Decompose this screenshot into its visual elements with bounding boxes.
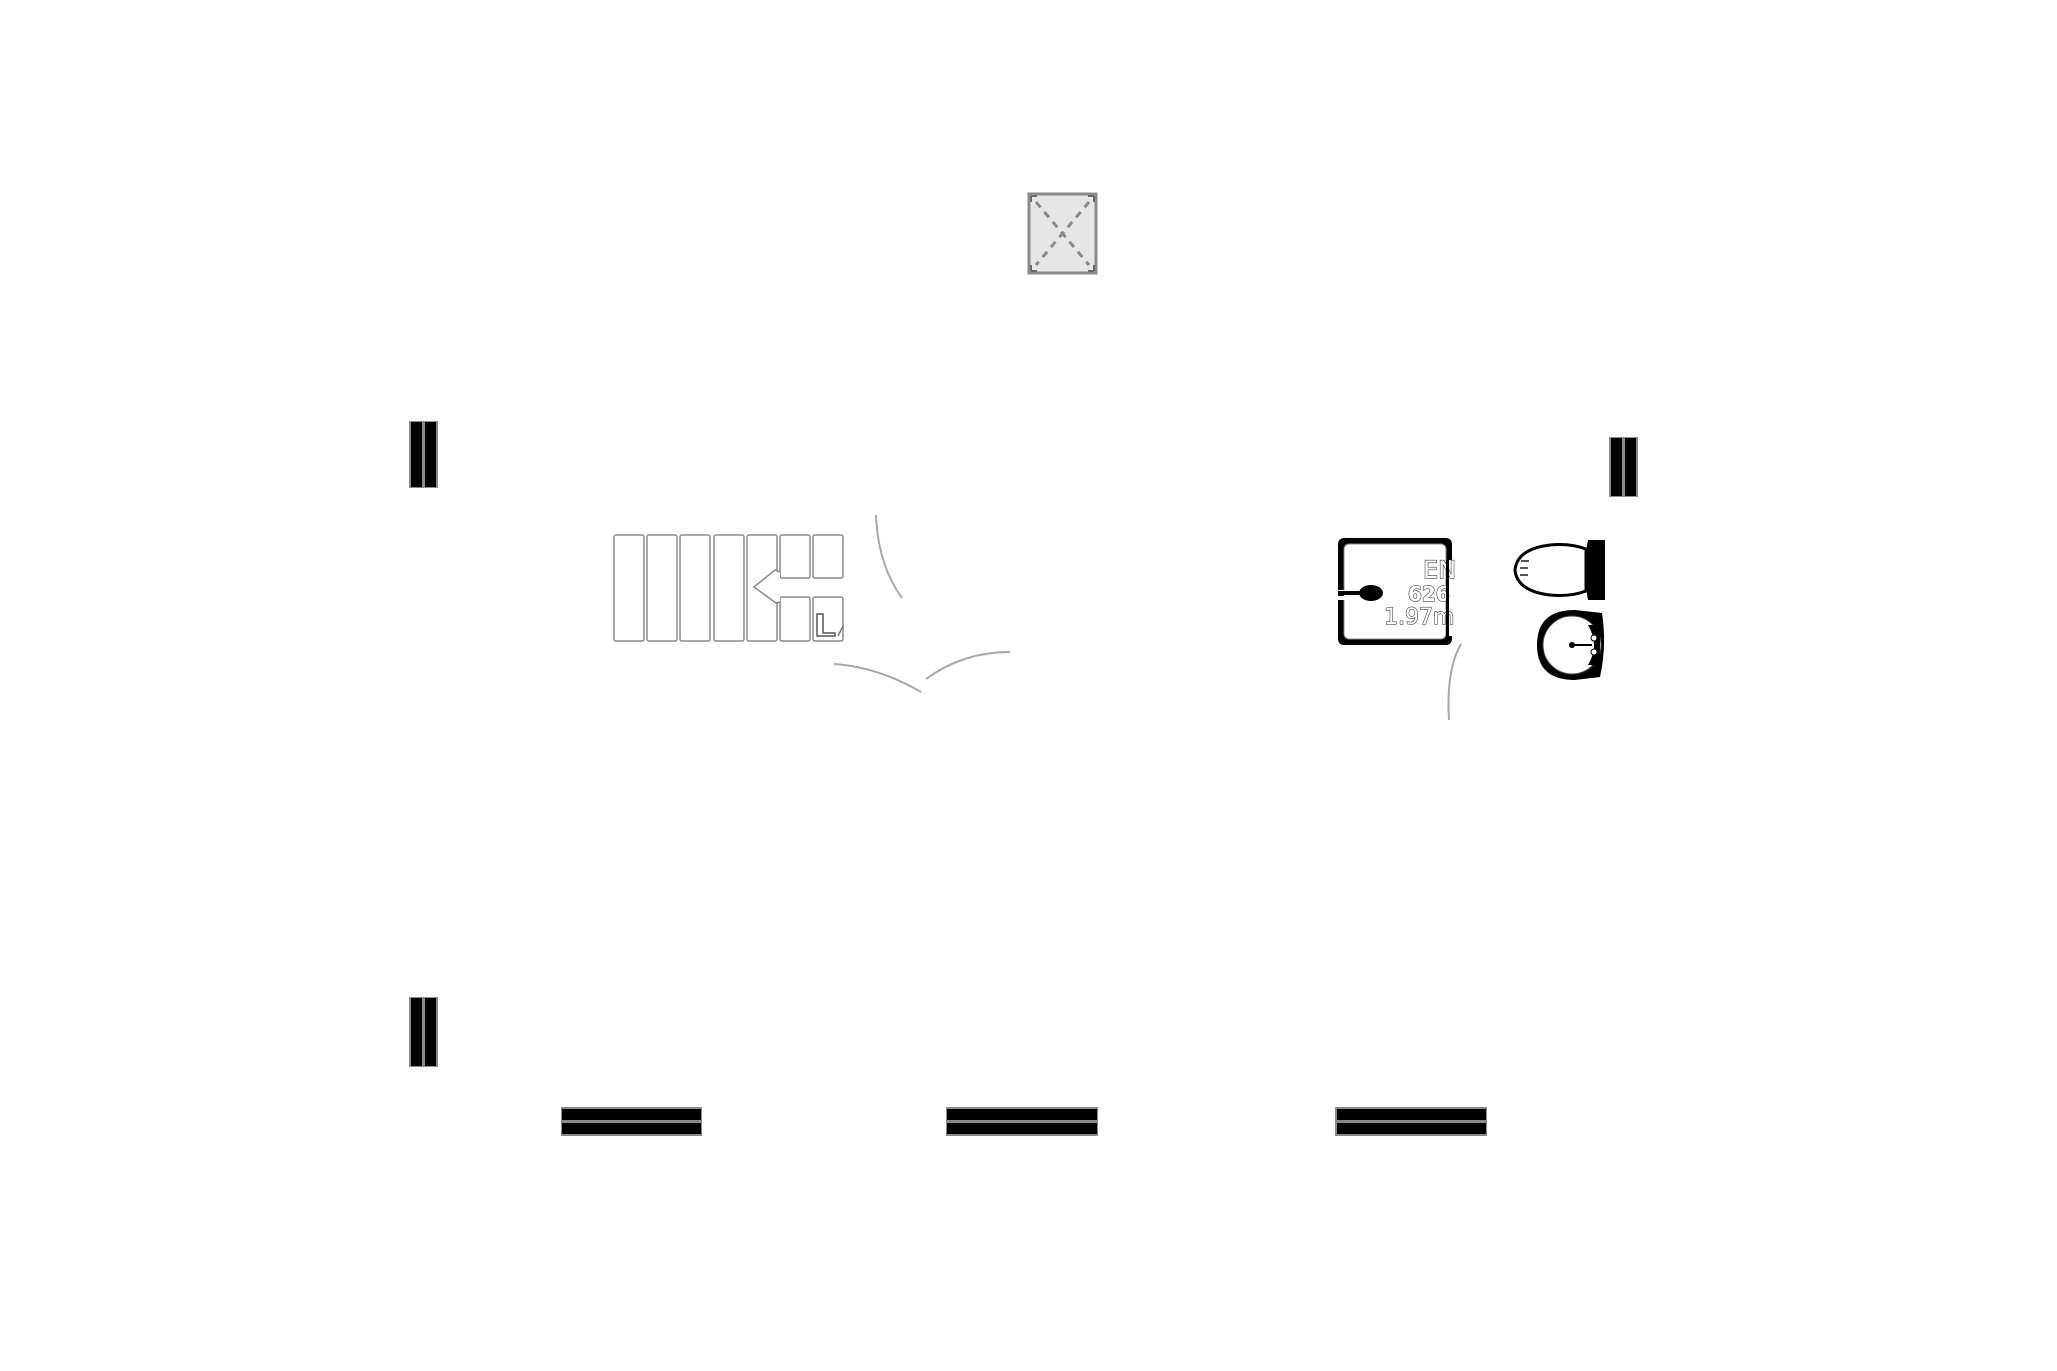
drain-icon (1359, 585, 1383, 601)
room-label: EN (1423, 556, 1456, 584)
room-number: 626 (1408, 582, 1450, 606)
room-area: 1.97m (1384, 605, 1454, 630)
stair-tread (679, 534, 711, 642)
door-swing (833, 663, 922, 693)
stair-end-mark (816, 613, 836, 637)
stair-tread (646, 534, 678, 642)
stair-tread (779, 534, 811, 579)
window-bar (1335, 1107, 1487, 1136)
stair-tread (613, 534, 645, 642)
door-swing (1447, 643, 1462, 721)
sink-icon (1537, 610, 1605, 680)
stair-tread (812, 596, 844, 642)
door-swing (925, 651, 1011, 680)
placeholder-cross-box-icon (1027, 192, 1098, 275)
stair-tread (713, 534, 745, 642)
wall-post (409, 997, 438, 1067)
stair-tread (812, 534, 844, 579)
door-swing (875, 514, 903, 599)
toilet-icon (1513, 540, 1605, 600)
wall-post (1609, 437, 1638, 497)
wall-post (409, 421, 438, 488)
window-bar (946, 1107, 1098, 1136)
stairs (613, 534, 844, 642)
window-bar (561, 1107, 702, 1136)
arrow-left-icon (752, 569, 781, 604)
stair-tread (779, 596, 811, 642)
bathroom-unit: EN 626 1.97m (1336, 538, 1457, 645)
